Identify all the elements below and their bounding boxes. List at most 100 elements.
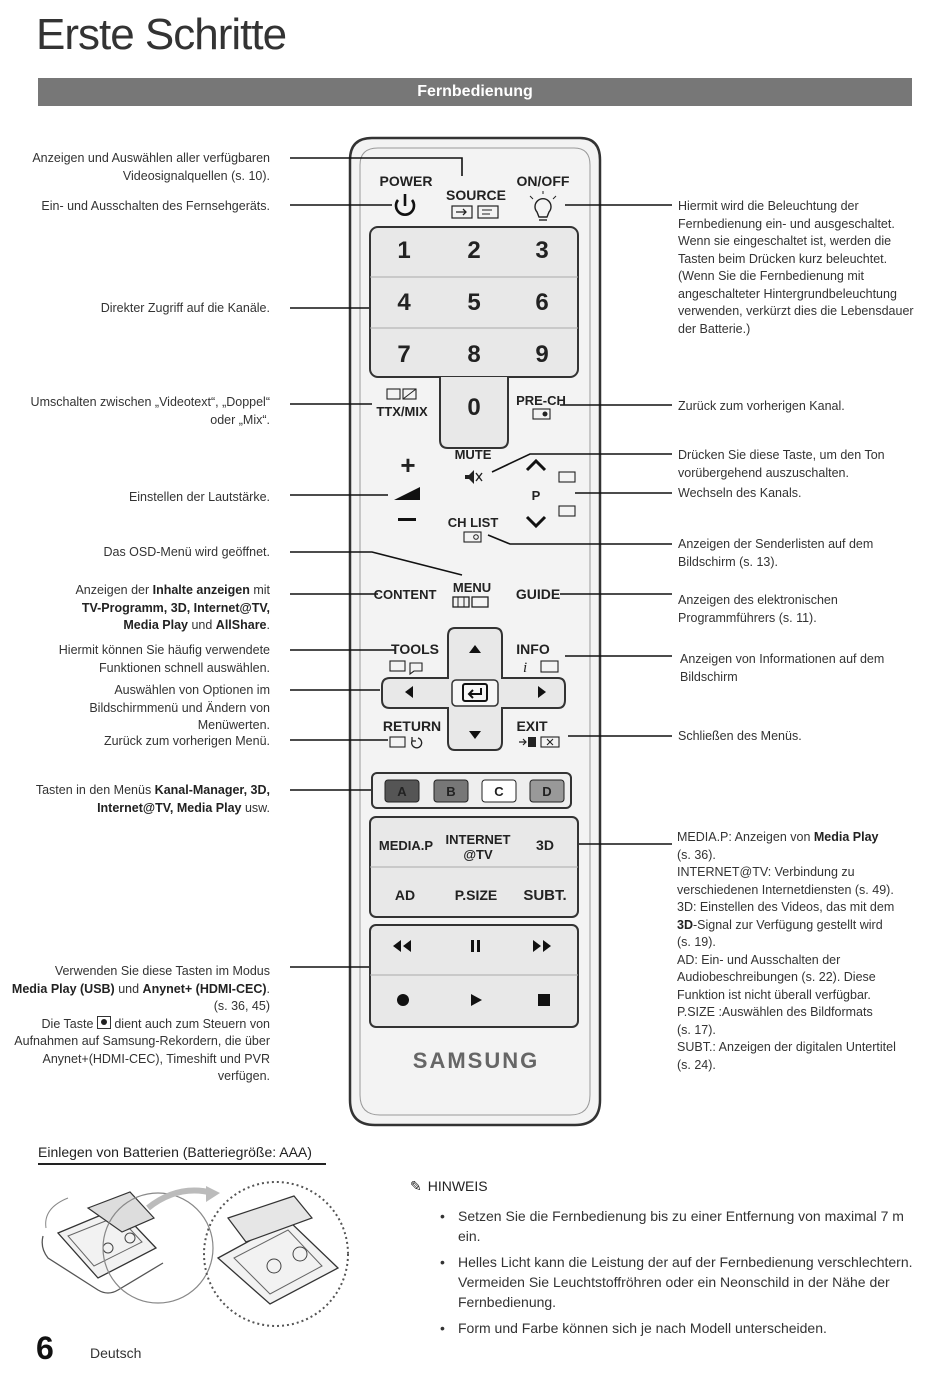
- channel-down-icon[interactable]: [525, 515, 547, 529]
- annotation-menu: Das OSD-Menü wird geöffnet.: [103, 545, 270, 559]
- list-item: Form und Farbe können sich je nach Model…: [440, 1318, 920, 1338]
- mute-icon[interactable]: [465, 470, 483, 484]
- source-label: SOURCE: [446, 187, 506, 203]
- up-arrow-icon[interactable]: [469, 645, 481, 653]
- annotation-media-functions: MEDIA.P: Anzeigen von Media Play (s. 36)…: [677, 830, 896, 1072]
- down-arrow-icon[interactable]: [469, 731, 481, 739]
- channel-up-icon[interactable]: [525, 458, 547, 472]
- note-list: Setzen Sie die Fernbedienung bis zu eine…: [440, 1206, 920, 1344]
- ttx-label: TTX/MIX: [376, 404, 428, 419]
- key-8[interactable]: 8: [467, 341, 480, 368]
- svg-text:B: B: [446, 784, 455, 799]
- battery-heading: Einlegen von Batterien (Batteriegröße: A…: [38, 1144, 312, 1160]
- brand-logo: SAMSUNG: [413, 1048, 539, 1073]
- exit-icon[interactable]: [519, 736, 560, 748]
- chlist-icon[interactable]: [463, 531, 482, 543]
- annotation-channel: Wechseln des Kanals.: [678, 486, 802, 500]
- key-7[interactable]: 7: [397, 341, 410, 368]
- pause-icon[interactable]: [471, 940, 480, 952]
- return-icon[interactable]: [389, 736, 423, 749]
- info-icon[interactable]: i: [523, 660, 559, 676]
- 3d-button[interactable]: 3D: [536, 837, 554, 853]
- bulb-icon[interactable]: [529, 191, 557, 221]
- svg-text:A: A: [397, 784, 407, 799]
- section-header: Fernbedienung: [38, 78, 912, 106]
- key-9[interactable]: 9: [535, 341, 548, 368]
- right-arrow-icon[interactable]: [538, 686, 546, 698]
- list-item: Helles Licht kann die Leistung der auf d…: [440, 1252, 920, 1312]
- key-6[interactable]: 6: [535, 289, 548, 316]
- internet-button-line1[interactable]: INTERNET: [446, 832, 511, 847]
- internet-button-line2: @TV: [463, 847, 493, 862]
- key-2[interactable]: 2: [467, 237, 480, 264]
- volume-up-icon[interactable]: +: [400, 450, 415, 480]
- key-3[interactable]: 3: [535, 237, 548, 264]
- annotation-media-keys: Verwenden Sie diese Tasten im Modus Medi…: [11, 964, 270, 1083]
- key-5[interactable]: 5: [467, 289, 480, 316]
- remote-control-illustration: POWER SOURCE ON/OFF 1 2 3 4 5 6 7 8 9 0 …: [290, 136, 672, 1127]
- annotation-channels: Direkter Zugriff auf die Kanäle.: [100, 301, 270, 315]
- psize-button[interactable]: P.SIZE: [455, 887, 498, 903]
- battery-illustration: [41, 1181, 349, 1327]
- power-label: POWER: [380, 173, 433, 189]
- page-title: Erste Schritte: [36, 10, 287, 59]
- list-item: Setzen Sie die Fernbedienung bis zu eine…: [440, 1206, 920, 1246]
- power-icon[interactable]: [394, 194, 416, 216]
- volume-down-icon: [394, 487, 420, 500]
- key-a[interactable]: [384, 779, 420, 803]
- onoff-label: ON/OFF: [517, 173, 570, 189]
- annotation-navigation: Auswählen von Optionen im Bildschirmmenü…: [89, 683, 270, 732]
- key-b[interactable]: [433, 779, 469, 803]
- annotation-mute: Drücken Sie diese Taste, um den Ton vorü…: [678, 448, 885, 480]
- record-key-icon: [96, 1015, 111, 1029]
- ad-button[interactable]: AD: [395, 887, 415, 903]
- annotation-ttx: Umschalten zwischen „Videotext“, „Doppel…: [30, 395, 270, 427]
- content-button[interactable]: CONTENT: [374, 587, 437, 602]
- rewind-icon[interactable]: [393, 940, 411, 952]
- annotation-info: Anzeigen von Informationen auf dem Bilds…: [680, 652, 885, 684]
- annotation-prech: Zurück zum vorherigen Kanal.: [678, 399, 845, 413]
- annotation-guide: Anzeigen des elektronischen Programmführ…: [678, 593, 838, 625]
- key-d[interactable]: [529, 779, 565, 803]
- enter-icon[interactable]: [462, 683, 488, 702]
- page-language: Deutsch: [90, 1345, 142, 1361]
- battery-heading-underline: [38, 1163, 326, 1165]
- guide-button[interactable]: GUIDE: [516, 586, 560, 602]
- mediap-button[interactable]: MEDIA.P: [379, 838, 434, 853]
- key-c[interactable]: [481, 779, 517, 803]
- stop-icon[interactable]: [538, 994, 550, 1006]
- key-1[interactable]: 1: [397, 237, 410, 264]
- svg-text:D: D: [542, 784, 551, 799]
- menu-label: MENU: [453, 580, 491, 595]
- key-4[interactable]: 4: [397, 289, 411, 316]
- forward-icon[interactable]: [533, 940, 551, 952]
- tools-icon[interactable]: [389, 660, 423, 676]
- key-0[interactable]: 0: [467, 394, 480, 421]
- volume-minus-icon[interactable]: [398, 518, 416, 521]
- left-arrow-icon[interactable]: [405, 686, 413, 698]
- menu-icon[interactable]: [452, 596, 489, 608]
- prech-icon[interactable]: [532, 408, 551, 420]
- ttx-icon[interactable]: [386, 388, 417, 400]
- annotation-power: Ein- und Ausschalten des Fernsehgeräts.: [41, 199, 270, 213]
- play-icon[interactable]: [471, 994, 482, 1006]
- annotation-volume: Einstellen der Lautstärke.: [128, 490, 270, 504]
- subt-button[interactable]: SUBT.: [523, 887, 566, 904]
- mute-label: MUTE: [455, 447, 492, 462]
- annotation-return: Zurück zum vorherigen Menü.: [103, 734, 270, 748]
- annotation-content: Anzeigen der Inhalte anzeigen mit TV-Pro…: [75, 583, 270, 632]
- record-icon[interactable]: [397, 994, 409, 1006]
- note-heading: ✎HINWEIS: [410, 1178, 488, 1194]
- annotation-onoff: Hiermit wird die Beleuchtung der Fernbed…: [678, 199, 914, 336]
- playback-keys-panel: [369, 924, 579, 1028]
- svg-text:i: i: [523, 660, 527, 676]
- color-keys-panel: [371, 772, 572, 809]
- pencil-icon: ✎: [410, 1178, 422, 1194]
- svg-text:C: C: [494, 784, 504, 799]
- leader-lines: [290, 157, 672, 968]
- prech-label: PRE-CH: [516, 393, 566, 408]
- annotation-exit: Schließen des Menüs.: [678, 729, 802, 743]
- chlist-label: CH LIST: [448, 515, 499, 530]
- p-label: P: [532, 488, 541, 503]
- source-icon[interactable]: [451, 205, 499, 219]
